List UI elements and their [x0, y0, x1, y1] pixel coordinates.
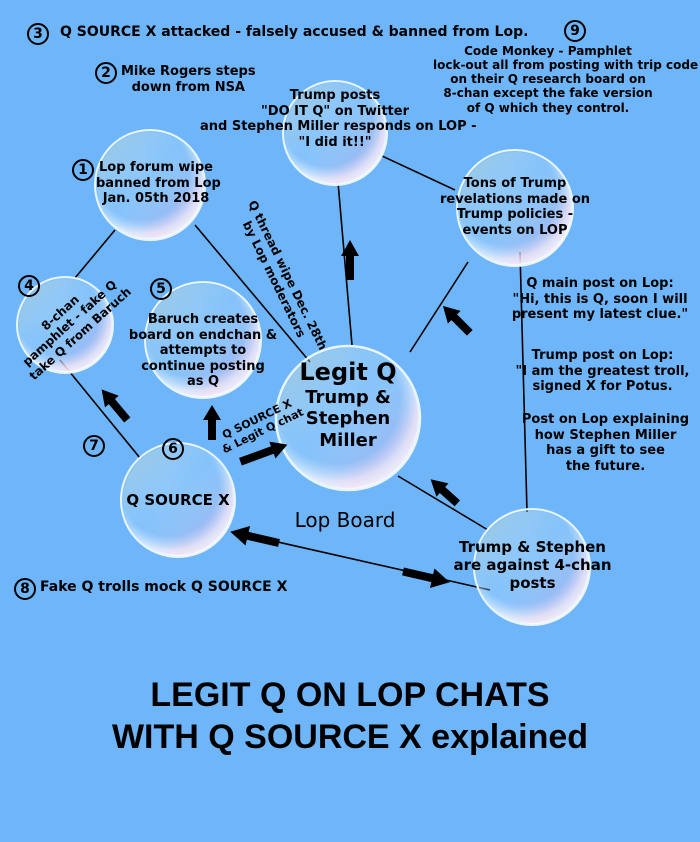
bubble-lop-wipe[interactable] — [94, 129, 206, 241]
bubble-trump-posts[interactable] — [282, 80, 388, 186]
q-source-x-label: Q SOURCE X — [126, 491, 230, 509]
event-9-text: Code Monkey - Pamphlet lock-out all from… — [433, 44, 699, 115]
event-2-line-2: down from NSA — [131, 79, 245, 95]
event-9-line-5: of Q which they control. — [466, 100, 630, 115]
event-1-text: Lop forum wipe banned from Lop Jan. 05th… — [96, 160, 221, 207]
event-number-6: 6 — [162, 438, 184, 460]
trump-posts-text: Trump posts "DO IT Q" on Twitter and Ste… — [200, 88, 477, 150]
arrow-up-to-trump-posts — [341, 240, 359, 280]
event-number-2: 2 — [95, 62, 117, 84]
trump-posts-line-4: "I did it!!" — [298, 134, 372, 150]
against-4chan-line-3: posts — [509, 574, 556, 592]
revelations-line-1: Tons of Trump — [463, 176, 567, 191]
event-5-line-4: continue posting — [141, 358, 265, 374]
arrows — [101, 240, 473, 588]
event-number-4: 4 — [18, 275, 40, 297]
event-9-line-2: lock-out all from posting with trip code — [433, 58, 699, 73]
note-2-line-2: "I am the greatest troll, — [515, 363, 690, 379]
note-trump-post: Trump post on Lop: "I am the greatest tr… — [510, 348, 695, 395]
note-3-line-2: how Stephen Miller — [534, 427, 677, 443]
legit-q-line-3: Stephen — [305, 408, 391, 430]
event-5-line-5: as Q — [186, 374, 220, 390]
title-line-1: LEGIT Q ON LOP CHATS — [150, 676, 550, 714]
trump-posts-line-2: "DO IT Q" on Twitter — [261, 103, 409, 119]
note-1-line-1: Q main post on Lop: — [526, 276, 674, 291]
event-1-line-1: Lop forum wipe — [99, 160, 213, 175]
lop-board-label: Lop Board — [294, 508, 396, 532]
bubble-8chan[interactable] — [16, 276, 114, 374]
event-number-8: 8 — [14, 578, 36, 600]
note-3-line-4: the future. — [565, 458, 646, 474]
legit-q-line-1: Legit Q — [299, 358, 397, 386]
note-q-main-post: Q main post on Lop: "Hi, this is Q, soon… — [500, 276, 700, 323]
event-9-line-1: Code Monkey - Pamphlet — [464, 44, 632, 58]
legit-q-text: Legit Q Trump & Stephen Miller — [298, 358, 398, 452]
bubble-baruch[interactable] — [144, 281, 262, 399]
connector-lines — [59, 154, 528, 591]
line-lop-wipe-to-8chan — [74, 229, 116, 279]
against-4chan-line-1: Trump & Stephen — [459, 538, 606, 556]
note-3-line-3: has a gift to see — [546, 443, 665, 459]
event-3-text: Q SOURCE X attacked - falsely accused & … — [60, 24, 529, 40]
legit-q-line-2: Trump & — [305, 386, 391, 408]
bubble-q-source-x[interactable] — [120, 442, 236, 558]
arrow-up-to-baruch — [203, 405, 221, 440]
arrow-to-legit-q — [430, 479, 460, 507]
line-trump-posts-to-revelations — [379, 154, 456, 191]
arrowhead-to-q-source-x — [230, 526, 280, 547]
note-1-line-2: "Hi, this is Q, soon I will — [512, 291, 688, 307]
line-q-source-x-to-against-4chan — [237, 532, 491, 591]
revelations-line-4: events on LOP — [462, 222, 568, 238]
event-9-line-4: 8-chan except the fake version — [443, 86, 653, 101]
trump-posts-line-3: and Stephen Miller responds on LOP - — [200, 119, 477, 135]
event-number-5: 5 — [150, 278, 172, 300]
against-4chan-line-2: are against 4-chan — [453, 556, 612, 574]
event-number-3: 3 — [27, 23, 49, 45]
line-revelations-to-against-4chan — [519, 251, 528, 513]
arrowhead-to-against-4chan — [402, 567, 450, 588]
line-revelations-to-legit-q — [409, 261, 469, 353]
event-1-line-2: banned from Lop — [96, 175, 221, 191]
note-stephen-miller: Post on Lop explaining how Stephen Mille… — [518, 412, 693, 474]
event-5-line-1: Baruch creates — [147, 312, 259, 327]
against-4chan-text: Trump & Stephen are against 4-chan posts — [445, 538, 620, 592]
line-lop-wipe-to-legit-q — [194, 224, 311, 363]
line-trump-posts-to-legit-q — [337, 181, 353, 346]
event-number-1: 1 — [72, 159, 94, 181]
legit-q-line-4: Miller — [319, 429, 377, 451]
event-5-line-2: board on endchan & — [128, 327, 278, 343]
title-line-2: WITH Q SOURCE X explained — [111, 718, 589, 756]
bubble-revelations[interactable] — [456, 149, 574, 267]
event-number-9: 9 — [564, 20, 586, 42]
revelations-line-2: revelations made on — [440, 191, 591, 207]
event-9-line-3: on their Q research board on — [450, 72, 646, 87]
note-1-line-3: present my latest clue." — [511, 307, 689, 323]
note-3-line-1: Post on Lop explaining — [521, 412, 690, 427]
line-8chan-to-q-source-x — [59, 359, 141, 459]
arrow-q-source-x-to-legit-q — [239, 441, 288, 466]
event-2-text: Mike Rogers steps down from NSA — [121, 64, 256, 95]
arrow-to-revelations — [442, 305, 473, 336]
trump-posts-line-1: Trump posts — [289, 88, 381, 103]
event-8-text: Fake Q trolls mock Q SOURCE X — [40, 579, 288, 595]
event-number-7: 7 — [83, 435, 105, 457]
event-5-text: Baruch creates board on endchan & attemp… — [128, 312, 278, 390]
note-2-line-1: Trump post on Lop: — [531, 348, 674, 363]
bubble-legit-q[interactable] — [274, 344, 422, 492]
line-legit-q-to-against-4chan — [397, 475, 489, 531]
event-2-line-1: Mike Rogers steps — [121, 64, 256, 79]
revelations-text: Tons of Trump revelations made on Trump … — [440, 176, 590, 238]
event-5-line-3: attempts to — [159, 343, 247, 359]
arrow-to-8chan — [101, 389, 131, 423]
revelations-line-3: Trump policies - — [456, 207, 574, 223]
bubble-against-4chan[interactable] — [473, 508, 591, 626]
note-2-line-3: signed X for Potus. — [532, 379, 673, 395]
event-1-line-3: Jan. 05th 2018 — [102, 191, 210, 207]
